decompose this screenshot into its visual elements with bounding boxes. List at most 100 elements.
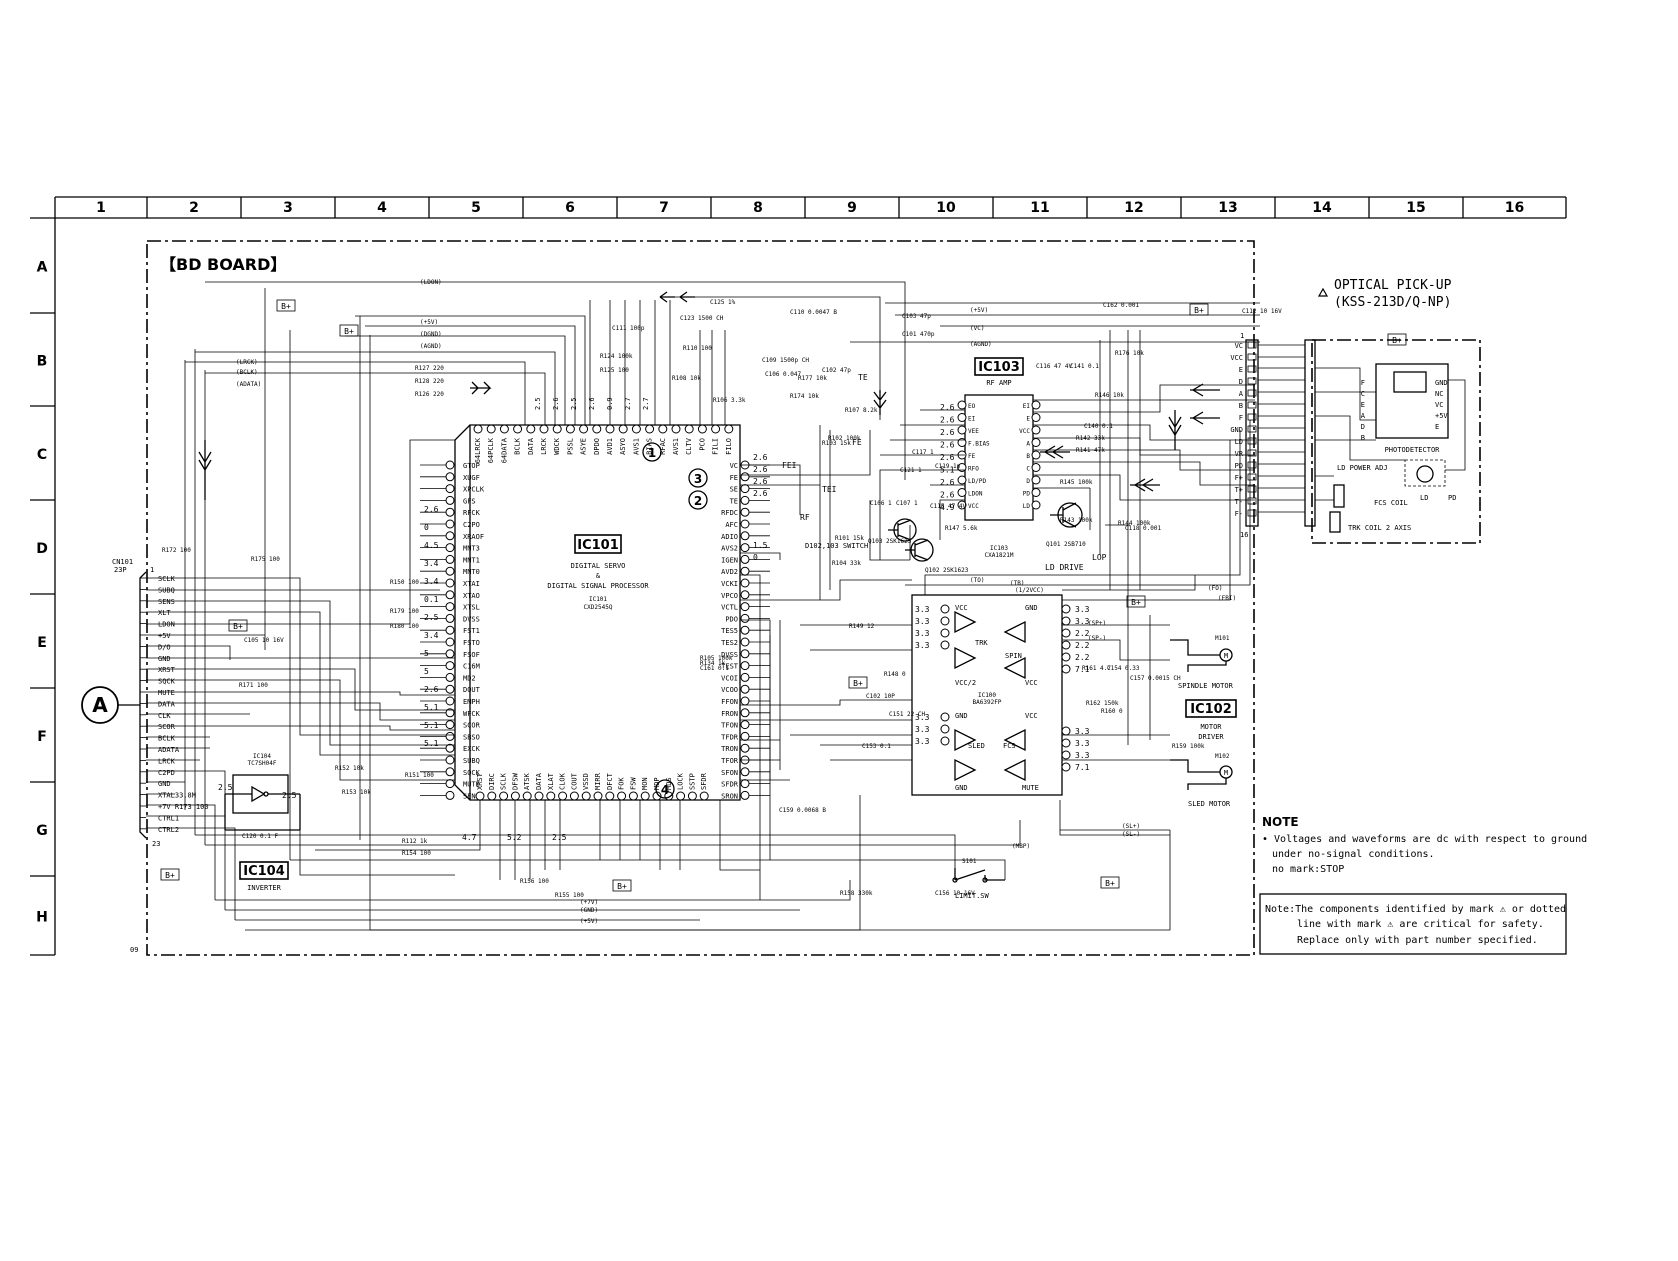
grid-col-label: 7 xyxy=(659,200,669,216)
grid-col-label: 3 xyxy=(283,200,293,216)
pin-circle xyxy=(740,602,750,612)
safety-note: Note:The components identified by mark ⚠… xyxy=(1259,893,1567,955)
tei-label: TEI xyxy=(822,485,837,494)
pin-circle xyxy=(940,736,950,746)
safety-note-line1: Note:The components identified by mark ⚠… xyxy=(1265,904,1566,915)
ic101-desc1: DIGITAL SERVO xyxy=(571,562,626,570)
ic101-right-pin: TEST xyxy=(721,663,739,671)
pin-circle xyxy=(445,625,455,635)
ic100-label-vcc3: VCC xyxy=(1025,712,1038,720)
pin-circle xyxy=(1031,463,1041,472)
note-block: NOTE • Voltages and waveforms are dc wit… xyxy=(1262,815,1587,875)
ic103-right-pin: A xyxy=(1026,441,1030,448)
ic101-left-pin: SBSO xyxy=(463,733,480,741)
ic100-right-voltage: 3.3 xyxy=(1075,617,1090,626)
ic101-right-pin: FRON xyxy=(721,710,738,718)
pin-circle xyxy=(445,578,455,588)
pin-circle xyxy=(628,791,638,801)
ic101-right-pin: VC xyxy=(730,462,738,470)
pickup-signal: VC xyxy=(1235,342,1243,350)
pin-circle xyxy=(676,791,686,801)
pin-circle xyxy=(552,424,562,434)
pin-circle xyxy=(699,791,709,801)
bplus-box xyxy=(1126,595,1146,608)
photodetector-pin: VC xyxy=(1435,401,1443,409)
ic101-bottom-voltage: 4.7 xyxy=(462,833,477,842)
ic100-part2: BA6392FP xyxy=(973,699,1002,706)
photodetector-pin: C xyxy=(1361,390,1365,398)
component-annotation: C121 1 xyxy=(900,467,922,474)
pickup-pin-box xyxy=(1247,365,1257,373)
ic101-right-voltage: 2.6 xyxy=(753,453,768,462)
pin-circle xyxy=(1031,400,1041,410)
pin-circle xyxy=(445,554,455,564)
bplus-label: B+ xyxy=(344,327,354,336)
ic101-left-pin: DOUT xyxy=(463,686,481,694)
net-label: (TO) xyxy=(970,577,984,584)
ic103-part2: CXA1821M xyxy=(985,552,1014,559)
ic101-top-pin: DPDO xyxy=(593,438,601,455)
component-annotation: R156 100 xyxy=(520,878,549,885)
fei-label: FEI xyxy=(782,461,797,470)
component-annotation: R148 0 xyxy=(884,671,906,678)
ic101-left-pin: RFCK xyxy=(463,509,481,517)
ic101-left-voltage: 5 xyxy=(424,667,429,676)
ld-drive-label: LD DRIVE xyxy=(1045,563,1084,572)
component-annotation: R172 100 xyxy=(162,547,191,554)
component-annotation: R128 220 xyxy=(415,378,444,385)
ic103-right-pin: B xyxy=(1026,453,1030,460)
pickup-pin-first: 1 xyxy=(1240,332,1244,340)
safety-note-line3: Replace only with part number specified. xyxy=(1297,935,1538,946)
ic100-block-trk: TRK xyxy=(975,639,988,647)
pickup-signal: F xyxy=(1239,414,1243,422)
ic101-top-pin: ASYE xyxy=(580,438,588,455)
component-annotation: C161 0.1 xyxy=(700,665,729,672)
pin-circle xyxy=(940,640,950,650)
ic103-voltage: 4.9 xyxy=(940,503,955,512)
ic101-top-pin: CLTV xyxy=(685,437,693,455)
ic100-voltages: 3.33.33.33.33.33.33.33.33.32.22.22.27.13… xyxy=(915,604,1090,772)
component-annotation: R155 100 xyxy=(555,892,584,899)
pin-circle xyxy=(957,500,967,510)
grid-col-label: 6 xyxy=(565,200,575,216)
ic104-cap: C120 0.1 F xyxy=(242,833,279,840)
cn101-signal: +5V xyxy=(158,632,171,640)
ic101-top-pin: AVD1 xyxy=(606,438,614,455)
pin-circle xyxy=(445,484,455,494)
q103-label: Q103 2SK1623 xyxy=(868,538,912,545)
ic101-left-voltage: 5 xyxy=(424,649,429,658)
ic104-part2: TC7SH04F xyxy=(248,760,277,767)
component-annotation: R141 47k xyxy=(1076,447,1105,454)
pin-circle xyxy=(445,637,455,647)
ic103-desc: RF AMP xyxy=(986,379,1011,387)
net-label: (DGND) xyxy=(420,331,442,338)
ic103-label: IC103 xyxy=(978,360,1020,375)
ic103-right-pin: C xyxy=(1026,466,1030,473)
pin-circle xyxy=(740,472,750,482)
bplus-markers: B+B+B+B+B+B+B+B+B+B+ xyxy=(160,299,1407,892)
connector-a-label: A xyxy=(92,693,108,717)
ic101-bottom-pin: COUT xyxy=(570,772,578,790)
ic100-label-vcc2: VCC/2 xyxy=(955,679,976,687)
pin-circle xyxy=(1031,475,1041,485)
pin-circle xyxy=(473,424,483,434)
net-label: (VC) xyxy=(970,325,984,332)
ic101-top-pin: LRCK xyxy=(540,437,548,455)
pin-circle xyxy=(940,628,950,638)
ic101-right-pin: VCOI xyxy=(721,674,738,682)
grid-col-label: 4 xyxy=(377,200,387,216)
pin-circle xyxy=(499,424,509,434)
ic101-left-pin: XPCLK xyxy=(463,486,485,494)
cn101-pin-last: 23 xyxy=(152,840,160,848)
ic101-right-voltage: 2.6 xyxy=(753,489,768,498)
cn101-signal: D/O xyxy=(158,643,171,651)
pin-circle xyxy=(617,791,627,801)
pin-circle xyxy=(740,519,750,529)
ic101-right-pin: TFDR xyxy=(721,733,739,741)
cn101-signal: LRCK xyxy=(158,757,176,765)
component-annotation: R146 10k xyxy=(1095,392,1124,399)
ic102-desc2: DRIVER xyxy=(1198,733,1224,741)
component-annotation: C101 470p xyxy=(902,331,935,338)
